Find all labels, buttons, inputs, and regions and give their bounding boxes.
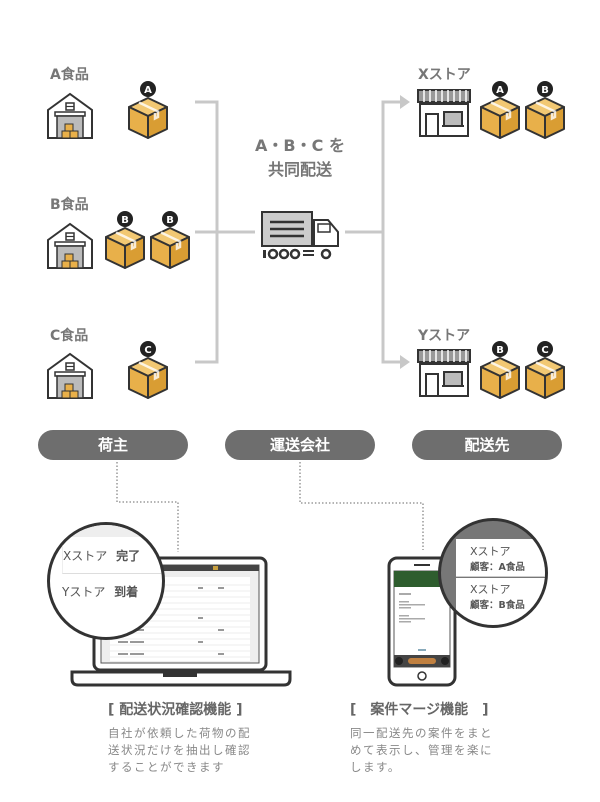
svg-text:B: B [166,215,174,226]
svg-text:B: B [121,215,129,226]
box-icon: B [479,341,521,400]
box-icon: B [524,81,566,140]
feature-title-status: [ 配送状況確認機能 ] [108,702,243,718]
store-icon [417,349,471,397]
package-y-b: B [479,340,523,404]
svg-text:A: A [496,85,504,96]
box-icon: C [127,341,169,400]
package-b1: B [104,210,148,274]
box-icon: C [524,341,566,400]
svg-text:B: B [496,345,504,356]
desc-line: 同一配送先の案件をまと [350,726,493,740]
feature-title-merge: [ 案件マージ機能 ] [350,702,489,718]
desc-line: めて表示し、管理を楽に [350,743,493,757]
package-x-b: B [524,80,568,144]
package-b2: B [149,210,193,274]
magnifier-row: Xストア 顧客：A食品 [456,539,545,577]
role-pill-carrier: 運送会社 [225,430,375,460]
destination-label-y: Yストア [418,328,471,344]
store-name: Xストア [63,549,108,563]
center-caption-line1: A・B・C を [255,136,345,155]
destination-label-x: Xストア [418,67,471,83]
shipper-label-a: A食品 [50,67,89,83]
role-pill-shipper: 荷主 [38,430,188,460]
package-x-a: A [479,80,523,144]
box-icon: B [149,211,191,270]
shipper-label-b: B食品 [50,197,89,213]
desc-line: 送状況だけを抽出し確認 [108,743,251,757]
svg-text:B: B [541,85,549,96]
desc-line: することができます [108,760,225,774]
role-pill-destination: 配送先 [412,430,562,460]
feature-desc-merge: 同一配送先の案件をまと めて表示し、管理を楽に します。 [350,725,493,776]
customer-text: 顧客：B食品 [470,600,525,611]
center-caption-line2: 共同配送 [267,160,332,179]
desc-line: します。 [350,760,401,774]
store-name: Xストア [470,545,511,558]
package-y-c: C [524,340,568,404]
magnifier-row: Xストア 顧客：B食品 [456,578,545,625]
box-icon: A [479,81,521,140]
store-icon [417,89,471,137]
package-a: A [127,80,171,144]
customer-text: 顧客：A食品 [470,562,525,573]
flow-connectors [195,95,410,369]
laptop-magnifier: Xストア 完了 Yストア 到着 [47,522,165,640]
arrow-icon [400,95,410,109]
box-icon: B [104,211,146,270]
svg-text:C: C [541,345,548,356]
store-name: Yストア [62,585,106,599]
phone-magnifier: Xストア 顧客：A食品 Xストア 顧客：B食品 [438,518,548,628]
svg-text:A: A [144,85,152,96]
arrow-icon [400,355,410,369]
desc-line: 自社が依頼した荷物の配 [108,726,251,740]
magnifier-row: Xストア 完了 [62,539,162,574]
box-icon: A [127,81,169,140]
store-name: Xストア [470,583,511,596]
truck-icon [261,211,339,260]
feature-desc-status: 自社が依頼した荷物の配 送状況だけを抽出し確認 することができます [108,725,251,776]
status-text: 到着 [114,585,139,599]
shipper-label-c: C食品 [50,328,89,344]
dotted-connectors [116,462,424,552]
status-text: 完了 [116,549,141,563]
package-c: C [127,340,171,404]
magnifier-row: Yストア 到着 [62,575,162,609]
svg-text:C: C [144,345,151,356]
